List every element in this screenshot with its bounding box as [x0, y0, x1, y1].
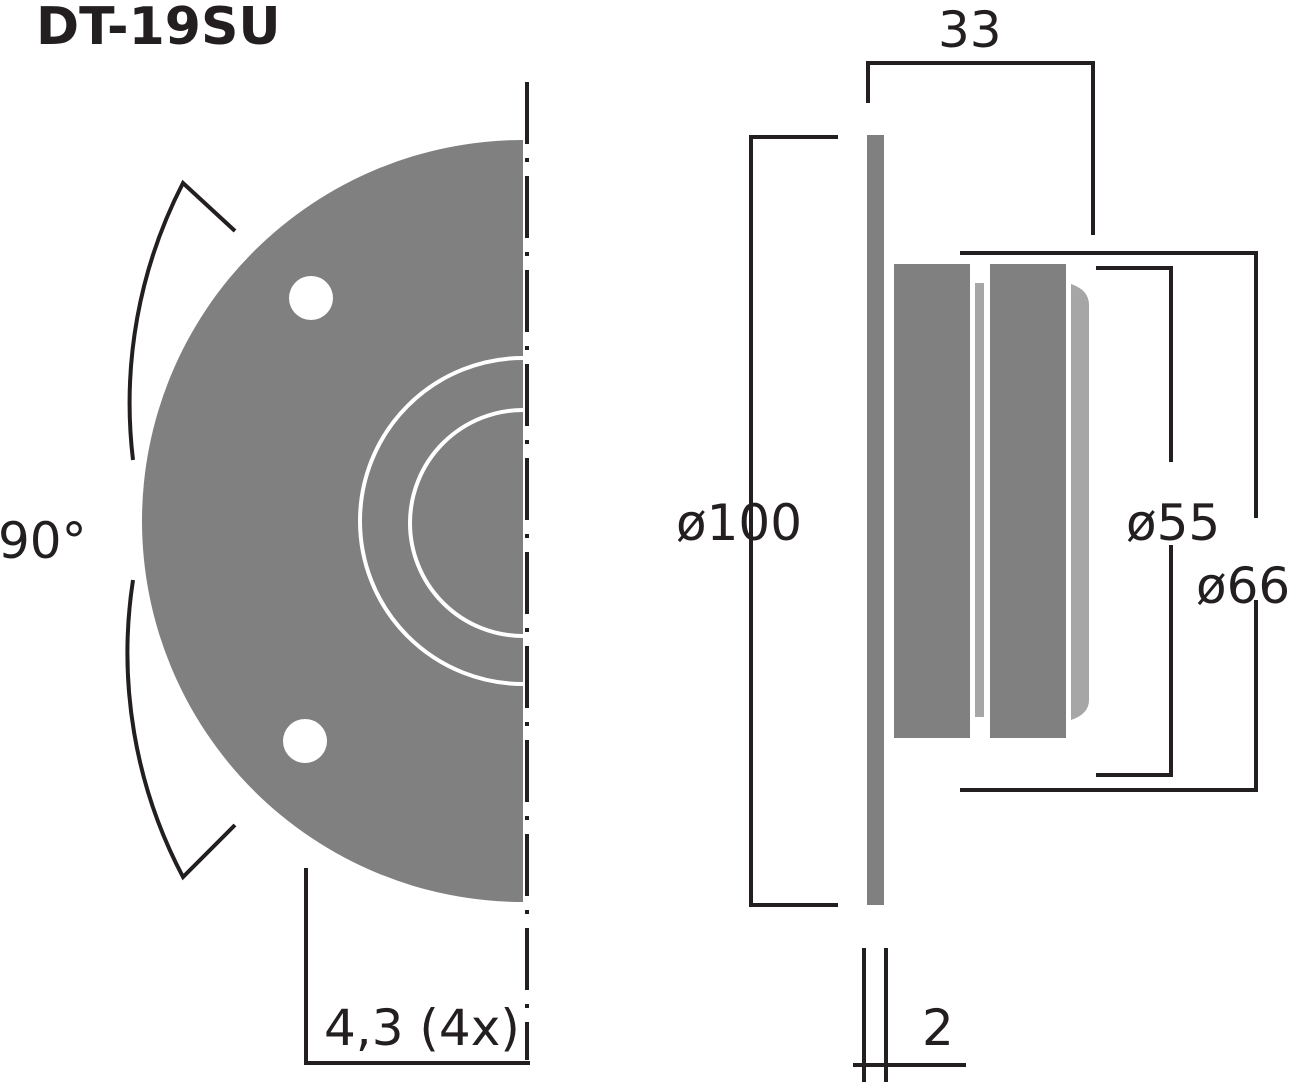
- diameter-55-label: ø55: [1126, 494, 1220, 552]
- outer-ring-arc: [358, 356, 524, 686]
- diameter-66-label: ø66: [1196, 557, 1290, 615]
- depth-dimension-line: [866, 61, 1095, 235]
- diameter-55-line-bottom: [1096, 545, 1173, 777]
- angle-arc-bottom: [125, 579, 237, 881]
- magnet-block-1: [894, 264, 970, 738]
- model-title: DT-19SU: [36, 0, 281, 57]
- magnet-block-2: [990, 264, 1066, 738]
- diameter-100-label: ø100: [676, 494, 802, 552]
- front-view: 90° 4,3 (4x): [0, 82, 530, 1065]
- hole-dimension-line: [304, 868, 530, 1065]
- diameter-100-line: [749, 135, 838, 907]
- mounting-hole-bottom: [283, 719, 327, 763]
- inner-ring-arc: [408, 408, 524, 638]
- depth-label: 33: [938, 1, 1002, 59]
- thickness-label: 2: [922, 999, 954, 1057]
- diameter-55-line-top: [1096, 266, 1173, 462]
- side-view: 33 ø100 ø55 ø66 2: [676, 1, 1290, 1082]
- faceplate-half: [142, 140, 523, 902]
- angle-arc-top: [127, 179, 237, 461]
- diameter-66-line-top: [960, 251, 1258, 518]
- angle-label: 90°: [0, 512, 87, 570]
- hole-label: 4,3 (4x): [324, 999, 520, 1057]
- spacer-ring: [975, 283, 984, 717]
- diameter-66-line-bottom: [960, 600, 1258, 792]
- flange: [867, 135, 884, 905]
- rear-cap: [1071, 284, 1089, 720]
- mounting-hole-top: [289, 276, 333, 320]
